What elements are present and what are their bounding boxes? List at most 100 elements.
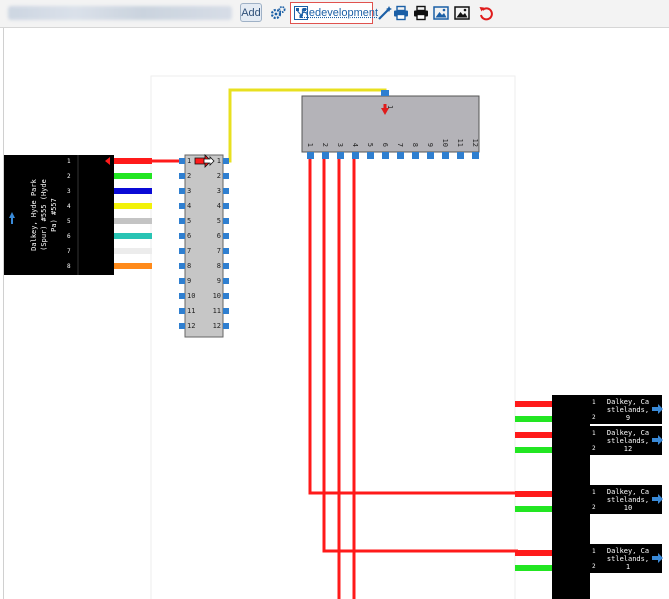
splice-right-port[interactable] bbox=[223, 263, 229, 269]
top-block-port-label: 6 bbox=[381, 143, 389, 147]
toolbar: Add Redevelopment bbox=[0, 0, 669, 28]
splice-left-port[interactable] bbox=[179, 278, 185, 284]
top-block-port[interactable] bbox=[472, 152, 479, 159]
top-block-port[interactable] bbox=[367, 152, 374, 159]
splice-cursor-arrow-icon bbox=[194, 154, 212, 168]
source-fiber-6[interactable] bbox=[114, 233, 152, 239]
drop-fiber-red[interactable] bbox=[515, 491, 552, 497]
splice-left-port[interactable] bbox=[179, 263, 185, 269]
drop-fiber-green[interactable] bbox=[515, 447, 552, 453]
top-block-port[interactable] bbox=[352, 152, 359, 159]
source-fiber-number: 8 bbox=[67, 263, 71, 270]
splice-left-port[interactable] bbox=[179, 308, 185, 314]
top-block-input-label: 1 bbox=[386, 105, 394, 109]
top-block-port[interactable] bbox=[412, 152, 419, 159]
drop-fiber-green[interactable] bbox=[515, 565, 552, 571]
printer-icon[interactable] bbox=[413, 5, 429, 21]
splice-left-port[interactable] bbox=[179, 188, 185, 194]
splice-right-port[interactable] bbox=[223, 173, 229, 179]
top-block-port[interactable] bbox=[442, 152, 449, 159]
splice-left-port[interactable] bbox=[179, 248, 185, 254]
source-fiber-7[interactable] bbox=[114, 248, 152, 254]
drop-expand-arrow-icon[interactable] bbox=[652, 553, 663, 563]
splice-left-port-label: 11 bbox=[187, 307, 195, 315]
undo-icon[interactable] bbox=[478, 5, 494, 21]
redevelopment-button[interactable]: Redevelopment bbox=[290, 2, 378, 24]
drop-expand-arrow-icon[interactable] bbox=[652, 435, 663, 445]
top-block-port[interactable] bbox=[457, 152, 464, 159]
top-block-port-label: 3 bbox=[336, 143, 344, 147]
source-fiber-3[interactable] bbox=[114, 188, 152, 194]
splice-right-port[interactable] bbox=[223, 248, 229, 254]
splice-right-port[interactable] bbox=[223, 218, 229, 224]
source-expand-arrow-icon[interactable] bbox=[9, 212, 15, 218]
source-fiber-1[interactable] bbox=[114, 158, 152, 164]
top-block-down-arrow-icon bbox=[381, 108, 389, 115]
page-boundary bbox=[150, 75, 516, 599]
drop-fiber-red[interactable] bbox=[515, 550, 552, 556]
top-block-port[interactable] bbox=[307, 152, 314, 159]
top-block-port[interactable] bbox=[427, 152, 434, 159]
settings-icon[interactable] bbox=[270, 5, 286, 21]
splice-left-port-label: 6 bbox=[187, 232, 191, 240]
drop-cable-name-line1: Dalkey, Ca bbox=[607, 429, 649, 437]
splice-right-port-label: 6 bbox=[217, 232, 221, 240]
splice-right-port-label: 4 bbox=[217, 202, 221, 210]
splice-left-port-label: 3 bbox=[187, 187, 191, 195]
splice-right-port[interactable] bbox=[223, 188, 229, 194]
top-block-port-label: 11 bbox=[456, 139, 464, 147]
print-icon[interactable] bbox=[393, 5, 409, 21]
splice-right-port[interactable] bbox=[223, 323, 229, 329]
drop-fiber-red[interactable] bbox=[515, 432, 552, 438]
image-dark-icon[interactable] bbox=[454, 5, 470, 21]
splice-left-port[interactable] bbox=[179, 158, 185, 164]
splice-left-port[interactable] bbox=[179, 293, 185, 299]
source-fiber-2[interactable] bbox=[114, 173, 152, 179]
drop-fiber-green[interactable] bbox=[515, 506, 552, 512]
splice-left-port[interactable] bbox=[179, 323, 185, 329]
splice-right-port[interactable] bbox=[223, 233, 229, 239]
drop-fiber-green[interactable] bbox=[515, 416, 552, 422]
source-title-line: (Spur) #555 (Hyde bbox=[40, 179, 48, 251]
splice-left-port[interactable] bbox=[179, 173, 185, 179]
top-block-port[interactable] bbox=[337, 152, 344, 159]
drop-expand-arrow-icon[interactable] bbox=[652, 494, 663, 504]
splice-right-port[interactable] bbox=[223, 278, 229, 284]
top-block-port[interactable] bbox=[322, 152, 329, 159]
source-fiber-4[interactable] bbox=[114, 203, 152, 209]
image-icon[interactable] bbox=[433, 5, 449, 21]
splice-right-port-label: 12 bbox=[213, 322, 221, 330]
source-fiber-number: 5 bbox=[67, 218, 71, 225]
drop-fiber-red[interactable] bbox=[515, 401, 552, 407]
splice-left-port-label: 1 bbox=[187, 157, 191, 165]
source-fiber-8[interactable] bbox=[114, 263, 152, 269]
splice-left-port[interactable] bbox=[179, 218, 185, 224]
drop-fiber-number: 2 bbox=[592, 445, 596, 452]
top-block-port[interactable] bbox=[397, 152, 404, 159]
splice-left-port[interactable] bbox=[179, 203, 185, 209]
top-block-port[interactable] bbox=[382, 152, 389, 159]
red-routing-wires bbox=[308, 159, 518, 599]
splice-right-port-label: 2 bbox=[217, 172, 221, 180]
magic-wand-icon[interactable] bbox=[377, 5, 393, 21]
splice-right-port[interactable] bbox=[223, 308, 229, 314]
splice-right-port[interactable] bbox=[223, 293, 229, 299]
add-button[interactable]: Add bbox=[240, 3, 262, 22]
splice-left-port[interactable] bbox=[179, 233, 185, 239]
splice-right-port[interactable] bbox=[223, 158, 229, 164]
source-fiber-5[interactable] bbox=[114, 218, 152, 224]
drop-expand-arrow-icon[interactable] bbox=[652, 404, 663, 414]
splice-right-port[interactable] bbox=[223, 203, 229, 209]
splice-right-port-label: 8 bbox=[217, 262, 221, 270]
drop-fiber-number: 2 bbox=[592, 504, 596, 511]
drop-fiber-number: 1 bbox=[592, 399, 596, 406]
drop-fiber-number: 1 bbox=[592, 430, 596, 437]
source-fibers bbox=[114, 158, 152, 269]
